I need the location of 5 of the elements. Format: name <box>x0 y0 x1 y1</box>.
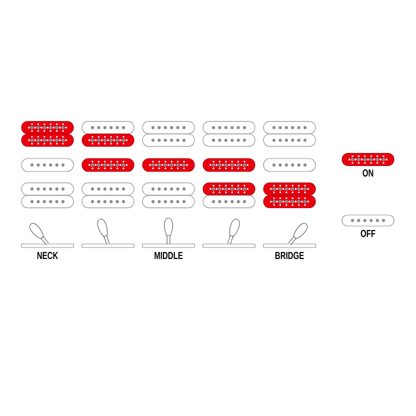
legend-label: OFF <box>360 230 376 238</box>
position-label: MIDDLE <box>154 252 183 259</box>
position-label: BRIDGE <box>275 252 304 260</box>
legend-label: ON <box>362 169 374 177</box>
position-label: NECK <box>37 252 58 260</box>
